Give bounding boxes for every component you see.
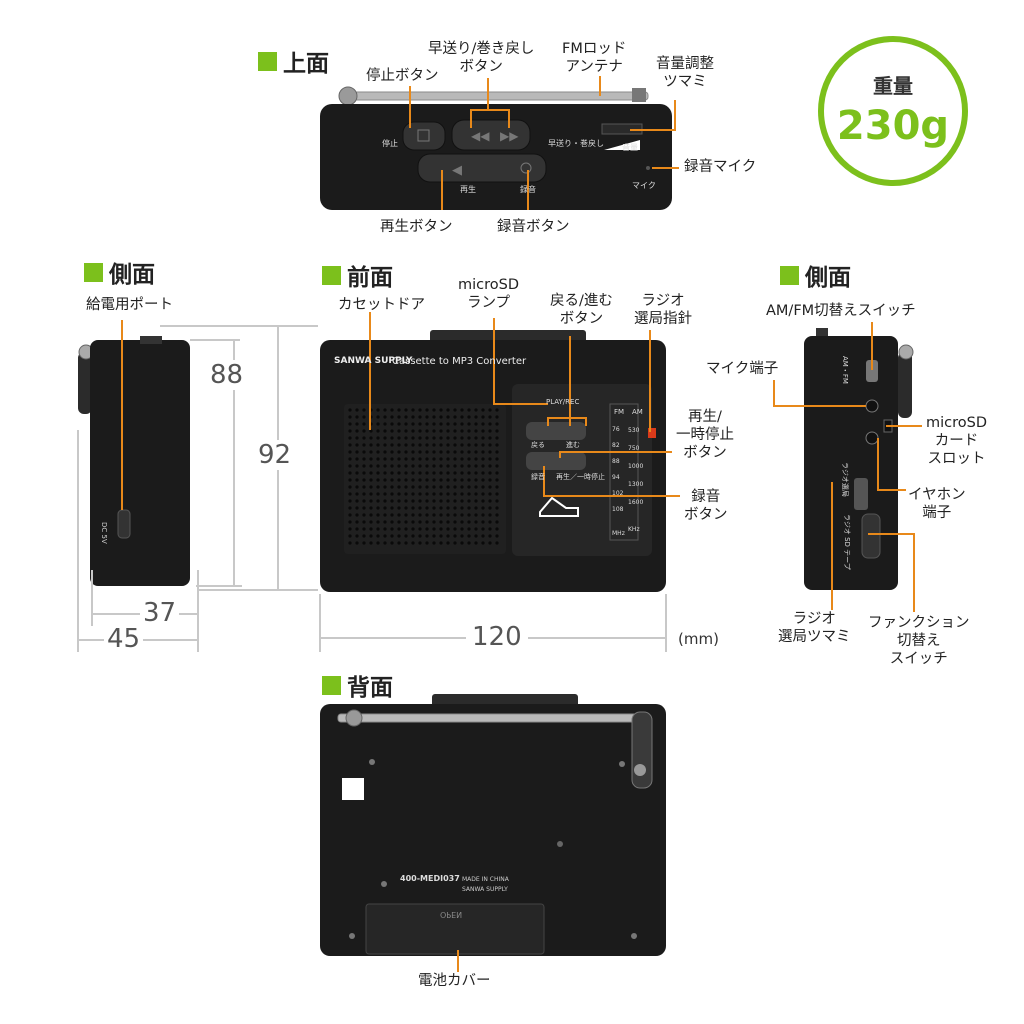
front-print-play-pause: 再生／一時停止 bbox=[556, 473, 605, 481]
label-play-pause: 再生/一時停止ボタン bbox=[676, 409, 734, 461]
label-back-forward: 戻る/進むボタン bbox=[550, 293, 613, 327]
label-radio-pointer: ラジオ選局指針 bbox=[634, 293, 692, 327]
front-print-mhz: MHz bbox=[612, 530, 625, 537]
svg-text:◀◀: ◀◀ bbox=[471, 129, 490, 143]
svg-text:▶▶: ▶▶ bbox=[500, 129, 519, 143]
top-print-mic: マイク bbox=[632, 181, 656, 190]
front-print-am-scale: 530 750 1000 1300 1600 bbox=[628, 422, 644, 512]
left-print-dc: DC 5V bbox=[100, 522, 108, 544]
label-am-fm-switch: AM/FM切替えスイッチ bbox=[766, 303, 916, 319]
weight-badge: 重量 230g bbox=[818, 36, 968, 186]
front-print-back: 戻る bbox=[531, 441, 545, 449]
front-print-rec: 録音 bbox=[531, 473, 545, 481]
front-print-fm: FM bbox=[614, 408, 625, 416]
section-top: 上面 bbox=[258, 44, 329, 78]
front-print-brand: SANWA SUPPLY bbox=[334, 356, 413, 366]
am-freq-label: 1000 bbox=[628, 463, 644, 470]
right-print-tuning: ラジオ選局 bbox=[841, 462, 849, 497]
back-print-model-no: 400-MEDI037 bbox=[400, 874, 460, 883]
dim-width: 120 bbox=[466, 622, 528, 652]
back-print-brand: SANWA SUPPLY bbox=[462, 886, 508, 893]
top-print-volume: 音量 bbox=[622, 143, 638, 152]
fm-freq-label: 108 bbox=[612, 506, 624, 513]
fm-freq-label: 94 bbox=[612, 474, 620, 481]
label-cassette-door: カセットドア bbox=[338, 297, 425, 313]
label-earphone-jack: イヤホン端子 bbox=[908, 487, 966, 521]
front-print-play-rec: PLAY/REC bbox=[546, 398, 580, 406]
right-print-function: ラジオ SD テープ bbox=[843, 514, 851, 570]
label-mic-jack: マイク端子 bbox=[706, 361, 779, 377]
label-front-rec: 録音ボタン bbox=[684, 489, 728, 523]
label-battery-cover: 電池カバー bbox=[418, 973, 491, 989]
section-front: 前面 bbox=[322, 258, 393, 292]
dim-depth-inner: 37 bbox=[140, 598, 180, 628]
label-stop-button: 停止ボタン bbox=[366, 68, 439, 84]
top-print-play: 再生 bbox=[460, 185, 476, 194]
front-print-khz: KHz bbox=[628, 526, 640, 533]
back-print-open: OPEN bbox=[440, 910, 463, 919]
top-print-stop: 停止 bbox=[382, 139, 398, 148]
label-volume-knob: 音量調整ツマミ bbox=[656, 56, 714, 90]
front-view-device bbox=[320, 330, 666, 592]
front-print-am: AM bbox=[632, 408, 643, 416]
weight-value: 230g bbox=[836, 103, 950, 149]
dim-depth-outer: 45 bbox=[104, 624, 144, 654]
top-view-leaders bbox=[409, 76, 679, 210]
front-print-fm-scale: 76 82 88 94 102 108 bbox=[612, 422, 624, 518]
front-view-leaders bbox=[369, 312, 680, 497]
am-freq-label: 1300 bbox=[628, 481, 644, 488]
front-print-model: Cassette to MP3 Converter bbox=[392, 356, 527, 367]
fm-freq-label: 88 bbox=[612, 458, 620, 465]
top-print-ff-rew: 早送り・巻戻し bbox=[548, 139, 604, 148]
dim-height-inner: 88 bbox=[210, 360, 244, 390]
dim-unit: (mm) bbox=[678, 630, 719, 648]
label-tuning-knob: ラジオ選局ツマミ bbox=[778, 611, 851, 645]
weight-title: 重量 bbox=[873, 74, 913, 98]
front-print-forward: 進む bbox=[566, 441, 580, 449]
label-rec-button: 録音ボタン bbox=[497, 219, 570, 235]
right-side-device bbox=[804, 328, 914, 590]
label-ff-rew-button: 早送り/巻き戻しボタン bbox=[428, 41, 535, 75]
am-freq-label: 750 bbox=[628, 445, 640, 452]
section-back: 背面 bbox=[322, 668, 393, 702]
label-rec-mic: 録音マイク bbox=[684, 159, 757, 175]
fm-freq-label: 102 bbox=[612, 490, 624, 497]
top-view-device: ◀◀ ▶▶ ◀ bbox=[320, 86, 672, 210]
label-play-button: 再生ボタン bbox=[380, 219, 453, 235]
right-print-am-fm: AM・FM bbox=[841, 356, 849, 384]
top-print-rec: 録音 bbox=[520, 185, 536, 194]
am-freq-label: 1600 bbox=[628, 499, 644, 506]
fm-freq-label: 82 bbox=[612, 442, 620, 449]
section-side-left: 側面 bbox=[84, 255, 155, 289]
left-side-device bbox=[78, 336, 190, 586]
label-function-switch: ファンクション切替えスイッチ bbox=[868, 615, 970, 667]
back-view-device bbox=[320, 694, 666, 956]
label-fm-antenna: FMロッドアンテナ bbox=[562, 41, 627, 75]
back-print-made-in: MADE IN CHINA bbox=[462, 876, 509, 883]
dim-height-outer: 92 bbox=[258, 440, 292, 470]
right-side-leaders bbox=[773, 322, 922, 612]
label-power-port: 給電用ポート bbox=[86, 297, 173, 313]
fm-freq-label: 76 bbox=[612, 426, 620, 433]
svg-text:◀: ◀ bbox=[452, 163, 462, 178]
section-side-right: 側面 bbox=[780, 258, 851, 292]
am-freq-label: 530 bbox=[628, 427, 640, 434]
